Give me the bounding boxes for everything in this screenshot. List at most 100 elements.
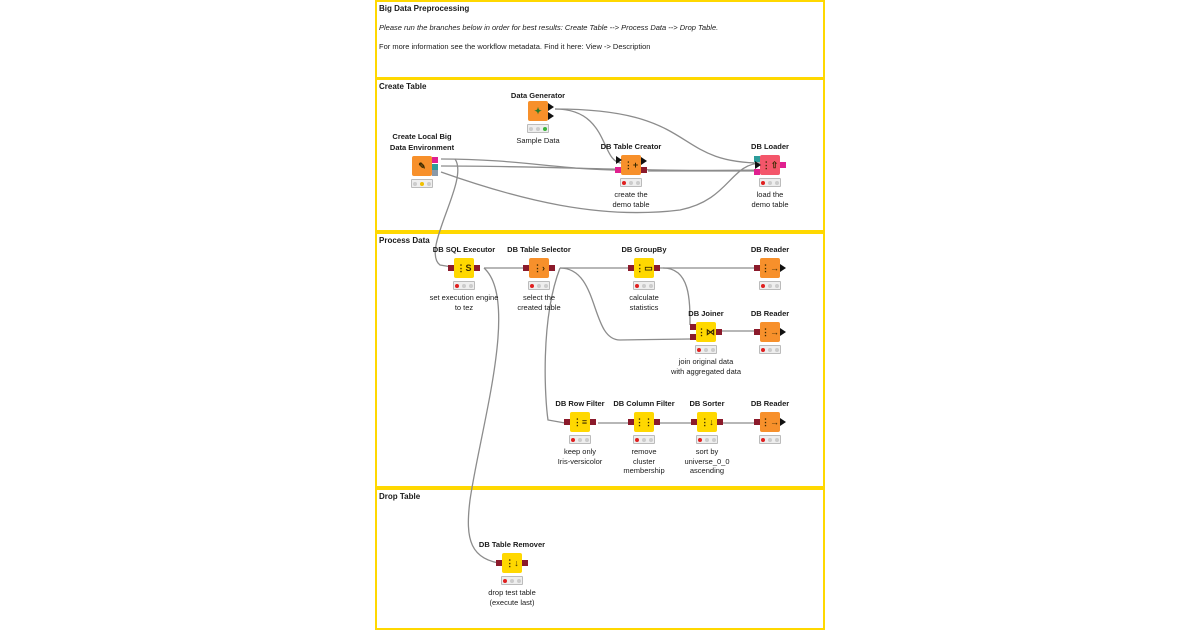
groupby-icon: ⋮▭	[635, 263, 653, 273]
output-port[interactable]	[654, 265, 660, 271]
node-status	[633, 435, 655, 444]
node-status	[696, 435, 718, 444]
node-body[interactable]: ⋮≡	[564, 412, 596, 432]
node-body[interactable]: ⋮⋈	[690, 322, 722, 342]
node-data-generator[interactable]: Data Generator ✦ Sample Data	[478, 90, 598, 146]
node-label: select the created table	[517, 293, 561, 312]
input-port[interactable]	[564, 419, 570, 425]
input-port[interactable]	[690, 334, 696, 340]
node-label: drop test table (execute last)	[488, 588, 536, 607]
node-db-sql-executor[interactable]: DB SQL Executor ⋮S set execution engine …	[404, 244, 524, 312]
node-status	[453, 281, 475, 290]
input-port[interactable]	[448, 265, 454, 271]
node-body[interactable]: ⋮→	[754, 258, 786, 278]
column-filter-icon: ⋮⋮	[635, 417, 653, 427]
node-status	[501, 576, 523, 585]
input-port[interactable]	[754, 156, 760, 162]
node-title: DB Table Selector	[507, 245, 571, 254]
connection	[554, 108, 623, 164]
output-port[interactable]	[716, 329, 722, 335]
annotation-instructions: Please run the branches below in order f…	[379, 23, 719, 32]
node-body[interactable]: ✎	[412, 156, 438, 176]
node-db-loader[interactable]: DB Loader ⋮⇧ load the demo table	[710, 141, 830, 209]
input-port[interactable]	[616, 156, 622, 164]
data-generator-icon: ✦	[534, 106, 542, 116]
node-label: load the demo table	[751, 190, 789, 209]
node-body[interactable]: ⋮▭	[628, 258, 660, 278]
output-port[interactable]	[548, 112, 554, 120]
node-status	[633, 281, 655, 290]
node-status	[759, 345, 781, 354]
input-port[interactable]	[496, 560, 502, 566]
output-port[interactable]	[432, 164, 438, 170]
output-port[interactable]	[549, 265, 555, 271]
node-db-reader[interactable]: DB Reader ⋮→	[710, 398, 830, 444]
node-status	[620, 178, 642, 187]
input-port[interactable]	[755, 161, 761, 169]
output-port[interactable]	[522, 560, 528, 566]
output-port[interactable]	[590, 419, 596, 425]
output-port[interactable]	[654, 419, 660, 425]
input-port[interactable]	[628, 419, 634, 425]
node-db-reader[interactable]: DB Reader ⋮→	[710, 244, 830, 290]
output-port[interactable]	[641, 167, 647, 173]
connection	[559, 267, 691, 341]
input-port[interactable]	[754, 265, 760, 271]
node-body[interactable]: ⋮+	[615, 155, 647, 175]
node-body[interactable]: ⋮↓	[691, 412, 723, 432]
output-port[interactable]	[432, 157, 438, 163]
node-body[interactable]: ⋮→	[754, 412, 786, 432]
output-port[interactable]	[780, 418, 786, 426]
db-reader-icon: ⋮→	[761, 263, 779, 273]
node-db-joiner[interactable]: DB Joiner ⋮⋈ join original data with agg…	[646, 308, 766, 376]
node-body[interactable]: ⋮›	[523, 258, 555, 278]
node-body[interactable]: ⋮S	[448, 258, 480, 278]
node-db-reader[interactable]: DB Reader ⋮→	[710, 308, 830, 354]
node-create-local-big-data-env[interactable]: Create Local Big Data Environment ✎	[362, 131, 482, 188]
output-port[interactable]	[717, 419, 723, 425]
node-title: Data Generator	[510, 91, 566, 100]
input-port[interactable]	[754, 169, 760, 175]
input-port[interactable]	[690, 324, 696, 330]
output-port[interactable]	[641, 157, 647, 165]
input-port[interactable]	[754, 329, 760, 335]
node-body[interactable]: ⋮↓	[496, 553, 528, 573]
sql-icon: ⋮S	[456, 263, 472, 273]
node-title: DB Table Remover	[478, 540, 546, 549]
annotation-create-table[interactable]: Create Table	[375, 78, 825, 232]
node-db-table-remover[interactable]: DB Table Remover ⋮↓ drop test table (exe…	[452, 539, 572, 607]
node-db-table-creator[interactable]: DB Table Creator ⋮+ create the demo tabl…	[571, 141, 691, 209]
node-title: DB SQL Executor	[432, 245, 496, 254]
node-body[interactable]: ⋮⇧	[754, 155, 786, 175]
node-body[interactable]: ✦	[528, 101, 554, 121]
output-port[interactable]	[780, 328, 786, 336]
input-port[interactable]	[615, 167, 621, 173]
output-port[interactable]	[780, 264, 786, 272]
node-db-column-filter[interactable]: DB Column Filter ⋮⋮ remove cluster membe…	[584, 398, 704, 476]
node-status	[527, 124, 549, 133]
annotation-big-data-preprocessing[interactable]: Big Data Preprocessing Please run the br…	[375, 0, 825, 79]
node-title: DB Reader	[750, 245, 790, 254]
output-port[interactable]	[432, 170, 438, 176]
input-port[interactable]	[523, 265, 529, 271]
connection	[440, 162, 763, 214]
row-filter-icon: ⋮≡	[572, 417, 588, 427]
annotation-drop-table[interactable]: Drop Table	[375, 488, 825, 630]
node-label: set execution engine to tez	[429, 293, 499, 312]
output-port[interactable]	[780, 162, 786, 168]
output-port[interactable]	[474, 265, 480, 271]
annotation-process-data[interactable]: Process Data	[375, 232, 825, 488]
node-db-table-selector[interactable]: DB Table Selector ⋮› select the created …	[479, 244, 599, 312]
node-body[interactable]: ⋮⋮	[628, 412, 660, 432]
node-db-groupby[interactable]: DB GroupBy ⋮▭ calculate statistics	[584, 244, 704, 312]
connection	[554, 108, 763, 164]
node-body[interactable]: ⋮→	[754, 322, 786, 342]
output-port[interactable]	[548, 103, 554, 111]
input-port[interactable]	[754, 419, 760, 425]
node-db-sorter[interactable]: DB Sorter ⋮↓ sort by universe_0_0 ascend…	[647, 398, 767, 476]
annotation-title: Process Data	[379, 236, 430, 245]
db-loader-icon: ⋮⇧	[761, 160, 779, 170]
input-port[interactable]	[691, 419, 697, 425]
input-port[interactable]	[628, 265, 634, 271]
node-db-row-filter[interactable]: DB Row Filter ⋮≡ keep only Iris-versicol…	[520, 398, 640, 466]
